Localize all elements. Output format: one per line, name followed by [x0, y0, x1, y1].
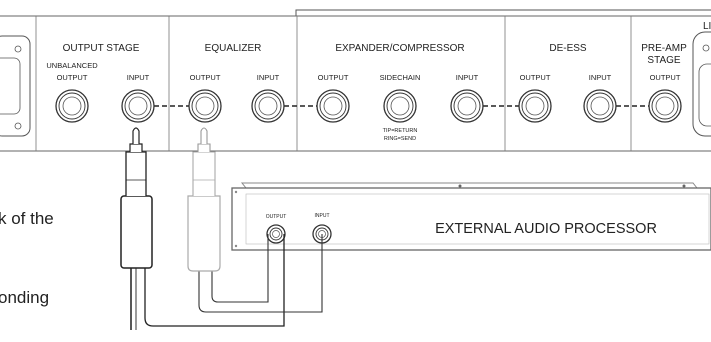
panel-jack-deess-output[interactable] — [518, 89, 552, 123]
jack-label-deess-input: INPUT — [589, 73, 612, 82]
section-label-expander-compressor: EXPANDER/COMPRESSOR — [335, 43, 464, 54]
panel-jack-sidechain[interactable] — [383, 89, 417, 123]
external-output-label: OUTPUT — [266, 214, 287, 220]
sidechain-note-line2: RING=SEND — [384, 136, 416, 142]
section-label-equalizer: EQUALIZER — [205, 43, 262, 54]
xlr-connector-right — [692, 31, 711, 137]
rear-panel — [0, 9, 711, 152]
body-text-line1: k of the — [0, 209, 54, 228]
jack-label-preamp-output: OUTPUT — [650, 73, 681, 82]
jack-label-deess-output: OUTPUT — [520, 73, 551, 82]
panel-jack-eq-output[interactable] — [188, 89, 222, 123]
panel-jack-comp-input[interactable] — [450, 89, 484, 123]
section-label-de-ess: DE-ESS — [549, 43, 587, 54]
jack-label-unbalanced-line1: UNBALANCED — [46, 61, 98, 70]
section-label-cut-off: LI — [703, 21, 711, 32]
panel-jack-deess-input[interactable] — [583, 89, 617, 123]
jack-label-eq-input: INPUT — [257, 73, 280, 82]
sidechain-note-line1: TIP=RETURN — [383, 128, 418, 134]
external-input-label: INPUT — [315, 213, 330, 219]
jack-label-eq-output: OUTPUT — [190, 73, 221, 82]
panel-jack-output-stage-input[interactable] — [121, 89, 155, 123]
external-jack-output[interactable] — [266, 224, 286, 244]
jack-label-comp-output: OUTPUT — [318, 73, 349, 82]
panel-jack-comp-output[interactable] — [316, 89, 350, 123]
section-label-pre-amp-stage-line2: STAGE — [647, 55, 680, 66]
cable-black-plug[interactable] — [120, 127, 285, 330]
panel-jack-preamp-output[interactable] — [648, 89, 682, 123]
section-label-output-stage: OUTPUT STAGE — [63, 43, 140, 54]
panel-jack-unbalanced-output[interactable] — [55, 89, 89, 123]
xlr-connector-left — [0, 35, 31, 137]
jack-label-comp-input: INPUT — [456, 73, 479, 82]
body-text-line2: onding — [0, 288, 49, 307]
cable-grey-plug[interactable] — [187, 127, 323, 313]
jack-label-sidechain: SIDECHAIN — [380, 73, 421, 82]
panel-jack-eq-input[interactable] — [251, 89, 285, 123]
external-processor-title: EXTERNAL AUDIO PROCESSOR — [435, 221, 657, 237]
section-label-pre-amp-stage-line1: PRE-AMP — [641, 43, 687, 54]
jack-label-unbalanced-line2: OUTPUT — [57, 73, 88, 82]
jack-label-output-stage-input: INPUT — [127, 73, 150, 82]
external-processor-box — [231, 182, 711, 251]
